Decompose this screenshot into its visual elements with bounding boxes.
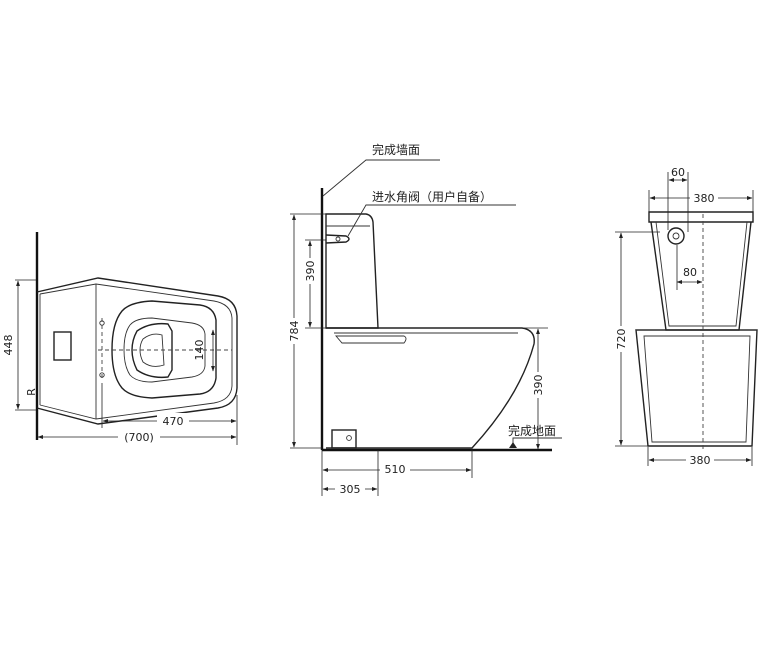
dim-510-bg (380, 461, 410, 475)
plan-bowl-drain (139, 333, 165, 367)
side-bowl-outline (326, 327, 535, 449)
inlet-leader (347, 204, 516, 237)
dim-seat-390-bg (530, 372, 546, 398)
plan-fixing-hole-b (99, 372, 105, 378)
plan-body-outline (36, 277, 238, 425)
front-inlet-valve-core (672, 232, 680, 240)
front-bowl-inner (643, 335, 751, 443)
side-view: 完成墙面 进水角阀（用户自备） 784 390 390 (286, 142, 562, 496)
floor-label: 完成地面 (508, 423, 556, 438)
plan-body-inner-edge (39, 283, 233, 420)
front-tank-inner (655, 221, 748, 327)
dim-470-bg (157, 413, 189, 427)
side-seat-hinge (335, 335, 407, 344)
dim-784-label: 784 (288, 321, 301, 342)
dim-seat-390-label: 390 (532, 375, 545, 396)
dim-380-top-bg (690, 190, 718, 204)
plan-view: 448 R 140 470 (700) (2, 232, 238, 445)
side-tank-outline (325, 213, 379, 329)
dim-700-bg (118, 429, 160, 443)
wall-label: 完成墙面 (372, 142, 420, 157)
inlet-valve-shape (325, 234, 350, 244)
dim-784-bg (286, 318, 302, 344)
dim-80-label: 80 (683, 266, 697, 279)
side-fixing-bracket (331, 429, 357, 449)
front-tank-body (650, 221, 752, 331)
dim-380-bottom-bg (686, 452, 714, 466)
plan-fixing-hole-a (99, 320, 105, 326)
plan-bowl-opening (131, 322, 173, 379)
floor-leader (512, 437, 562, 448)
front-bowl-outline (635, 329, 758, 447)
dim-140-label: 140 (193, 340, 206, 361)
front-inlet-valve (667, 227, 685, 245)
floor-marker-icon (509, 442, 517, 448)
dim-tank-390-label: 390 (304, 261, 317, 282)
dim-305-bg (335, 481, 365, 495)
dim-305-label: 305 (340, 483, 361, 496)
dim-720-bg (613, 326, 629, 352)
dim-448-label: 448 (2, 335, 15, 356)
side-fixing-bolt (346, 435, 352, 441)
inlet-valve-label: 进水角阀（用户自备） (372, 189, 492, 204)
outlet-mark: R (25, 388, 38, 396)
plan-bowl-inner (123, 317, 206, 383)
front-tank-lid (648, 211, 754, 223)
dim-380-top-label: 380 (694, 192, 715, 205)
dim-470-label: 470 (163, 415, 184, 428)
dim-tank-390-bg (302, 258, 318, 284)
dim-700-label: (700) (124, 431, 154, 444)
dim-380-bottom-label: 380 (690, 454, 711, 467)
dim-510-label: 510 (385, 463, 406, 476)
dim-60-label: 60 (671, 166, 685, 179)
front-view: 60 380 80 720 380 (613, 166, 758, 467)
dim-720-label: 720 (615, 329, 628, 350)
plan-tank-button (53, 331, 72, 361)
inlet-valve-knob (335, 236, 341, 242)
wall-leader (322, 159, 440, 197)
